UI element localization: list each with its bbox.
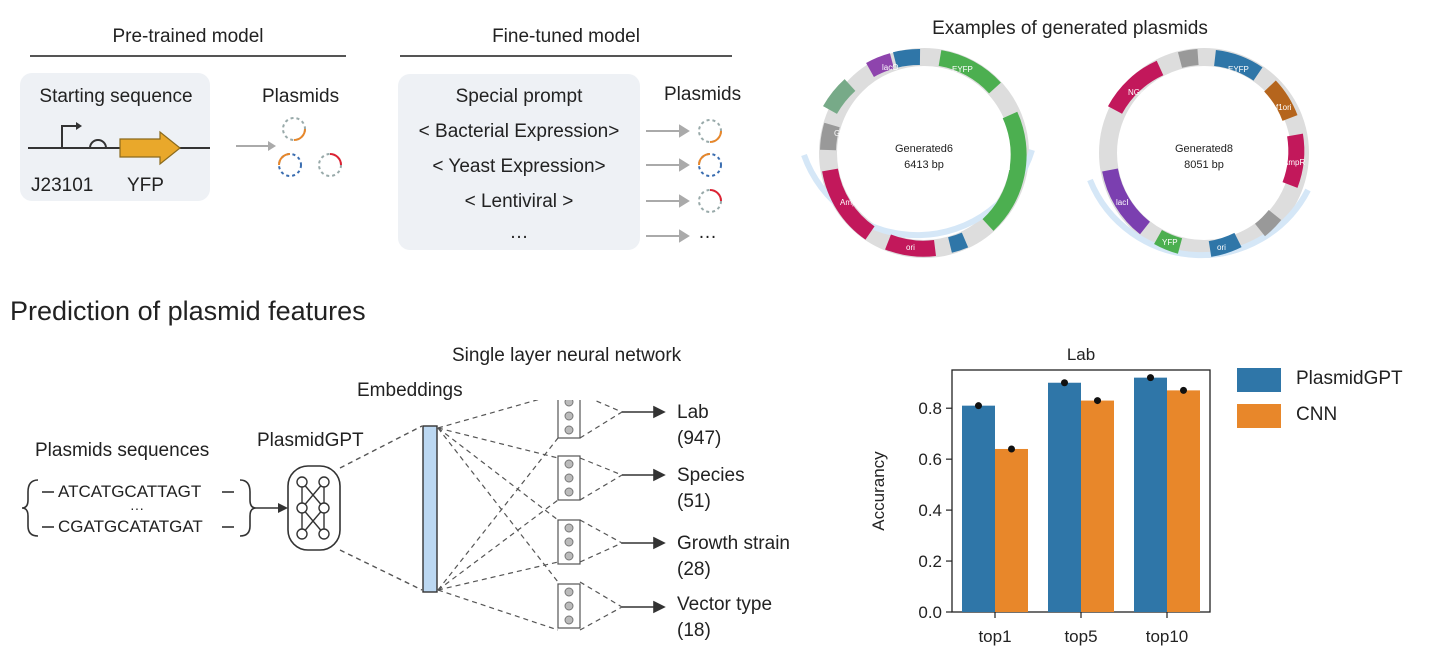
legend-swatch-plasmidgpt xyxy=(1237,368,1281,392)
promoter-label: J23101 xyxy=(31,175,94,196)
x-tick-label: top5 xyxy=(1064,627,1097,646)
legend-label-plasmidgpt: PlasmidGPT xyxy=(1296,368,1403,389)
plasmid2-size: 8051 bp xyxy=(1184,159,1224,171)
sequences-diagram xyxy=(21,479,288,537)
pretrained-plasmid-icons xyxy=(278,117,342,177)
finetuned-plasmids-label: Plasmids xyxy=(664,84,742,105)
sequences-label: Plasmids sequences xyxy=(35,440,210,461)
model-label: PlasmidGPT xyxy=(257,430,364,451)
finetuned-arrows-and-plasmids xyxy=(646,119,722,243)
gene-label: YFP xyxy=(127,175,164,196)
plasmid-map-generated6: Generated6 6413 bp GST lacO EYFP lacI or… xyxy=(801,48,1035,258)
output-lab-count: (947) xyxy=(677,428,722,449)
embeddings-bar xyxy=(422,425,438,593)
starting-sequence-label: Starting sequence xyxy=(39,86,193,107)
promoter-arrow-icon xyxy=(61,125,78,148)
plasmid2-feature-ngp: NGp xyxy=(1128,88,1145,97)
error-dot xyxy=(1094,397,1101,405)
y-tick-label: 0.6 xyxy=(918,450,942,469)
output-growth-label: Growth strain xyxy=(677,533,790,554)
plasmid1-name: Generated6 xyxy=(895,143,953,155)
prompt-bacterial: < Bacterial Expression> xyxy=(418,121,620,142)
bar-cnn-top10 xyxy=(1167,390,1200,612)
prompt-lentiviral: < Lentiviral > xyxy=(464,191,574,212)
network-connections xyxy=(339,400,666,631)
special-prompt-panel xyxy=(398,74,640,250)
chart-y-axis-label: Accurancy xyxy=(869,451,888,531)
starting-sequence-panel xyxy=(20,73,210,201)
output-lab-label: Lab xyxy=(677,402,709,423)
sequence-dots: ··· xyxy=(130,500,144,516)
output-species-label: Species xyxy=(677,465,745,486)
yfp-gene-arrow-icon xyxy=(119,130,181,166)
accuracy-bar-chart: Lab Accurancy 0.0 0.2 0.4 0.6 0.8 top1 top5 top… xyxy=(869,345,1211,646)
bar-cnn-top5 xyxy=(1081,400,1114,612)
rbs-icon xyxy=(89,139,107,149)
error-dot xyxy=(1061,379,1068,387)
pretrained-title: Pre-trained model xyxy=(112,26,264,47)
pretrained-rule xyxy=(30,55,346,57)
special-prompt-label: Special prompt xyxy=(455,86,583,107)
output-vector-label: Vector type xyxy=(677,594,773,615)
bar-plasmidgpt-top1 xyxy=(962,405,995,612)
plasmid2-feature-laci: lacI xyxy=(1116,198,1128,207)
plasmid1-feature-ori: ori xyxy=(906,243,915,252)
bar-plasmidgpt-top10 xyxy=(1134,377,1167,612)
finetuned-title: Fine-tuned model xyxy=(492,26,640,47)
error-dot xyxy=(975,402,982,410)
bar-cnn-top1 xyxy=(995,448,1028,612)
legend-swatch-cnn xyxy=(1237,404,1281,428)
error-dot xyxy=(1008,445,1015,453)
error-dot xyxy=(1147,374,1154,382)
pretrained-plasmids-label: Plasmids xyxy=(262,86,340,107)
plasmid2-feature-f1ori: f1ori xyxy=(1276,103,1292,112)
plasmid1-feature-gst: GST xyxy=(834,129,851,138)
y-tick-label: 0.4 xyxy=(918,501,942,520)
plasmid1-size: 6413 bp xyxy=(904,159,944,171)
plasmid1-feature-eyfp: EYFP xyxy=(952,65,973,74)
y-tick-label: 0.8 xyxy=(918,399,942,418)
sequence-1: ATCATGCATTAGT xyxy=(58,482,202,501)
gene-construct-diagram xyxy=(28,122,276,166)
error-dot xyxy=(1180,386,1187,394)
plasmid1-feature-laci: lacI xyxy=(998,163,1010,172)
finetuned-rule xyxy=(400,55,732,57)
x-tick-label: top1 xyxy=(978,627,1011,646)
plasmid2-feature-eyfp: EYFP xyxy=(1228,65,1249,74)
plasmid1-feature-laco: lacO xyxy=(882,63,898,72)
bar-plasmidgpt-top5 xyxy=(1048,382,1081,612)
sequence-2: CGATGCATATGAT xyxy=(58,517,203,536)
y-tick-label: 0.2 xyxy=(918,552,942,571)
prompt-yeast: < Yeast Expression> xyxy=(432,156,606,177)
plasmid2-name: Generated8 xyxy=(1175,143,1233,155)
prediction-heading: Prediction of plasmid features xyxy=(10,296,366,326)
output-growth-count: (28) xyxy=(677,559,711,580)
output-species-count: (51) xyxy=(677,491,711,512)
embeddings-label: Embeddings xyxy=(357,380,463,401)
plasmid2-feature-ampr: AmpR xyxy=(1283,158,1305,167)
plasmid2-feature-yfp: YFP xyxy=(1162,238,1178,247)
legend-label-cnn: CNN xyxy=(1296,404,1338,425)
y-tick-label: 0.0 xyxy=(918,603,942,622)
nn-label: Single layer neural network xyxy=(452,345,682,366)
plasmid2-feature-ori: ori xyxy=(1217,243,1226,252)
plasmid-map-generated8: Generated8 8051 bp NGp EYFP f1ori AmpR o… xyxy=(1087,48,1311,259)
plasmidgpt-network-icon xyxy=(287,465,341,551)
plasmid1-feature-ampr: AmpR xyxy=(840,198,862,207)
x-tick-label: top10 xyxy=(1146,627,1189,646)
output-vector-count: (18) xyxy=(677,620,711,641)
examples-title: Examples of generated plasmids xyxy=(932,18,1208,39)
prompt-ellipsis: … xyxy=(509,222,529,243)
finetuned-more-ellipsis: … xyxy=(698,222,717,243)
chart-title: Lab xyxy=(1067,345,1095,364)
